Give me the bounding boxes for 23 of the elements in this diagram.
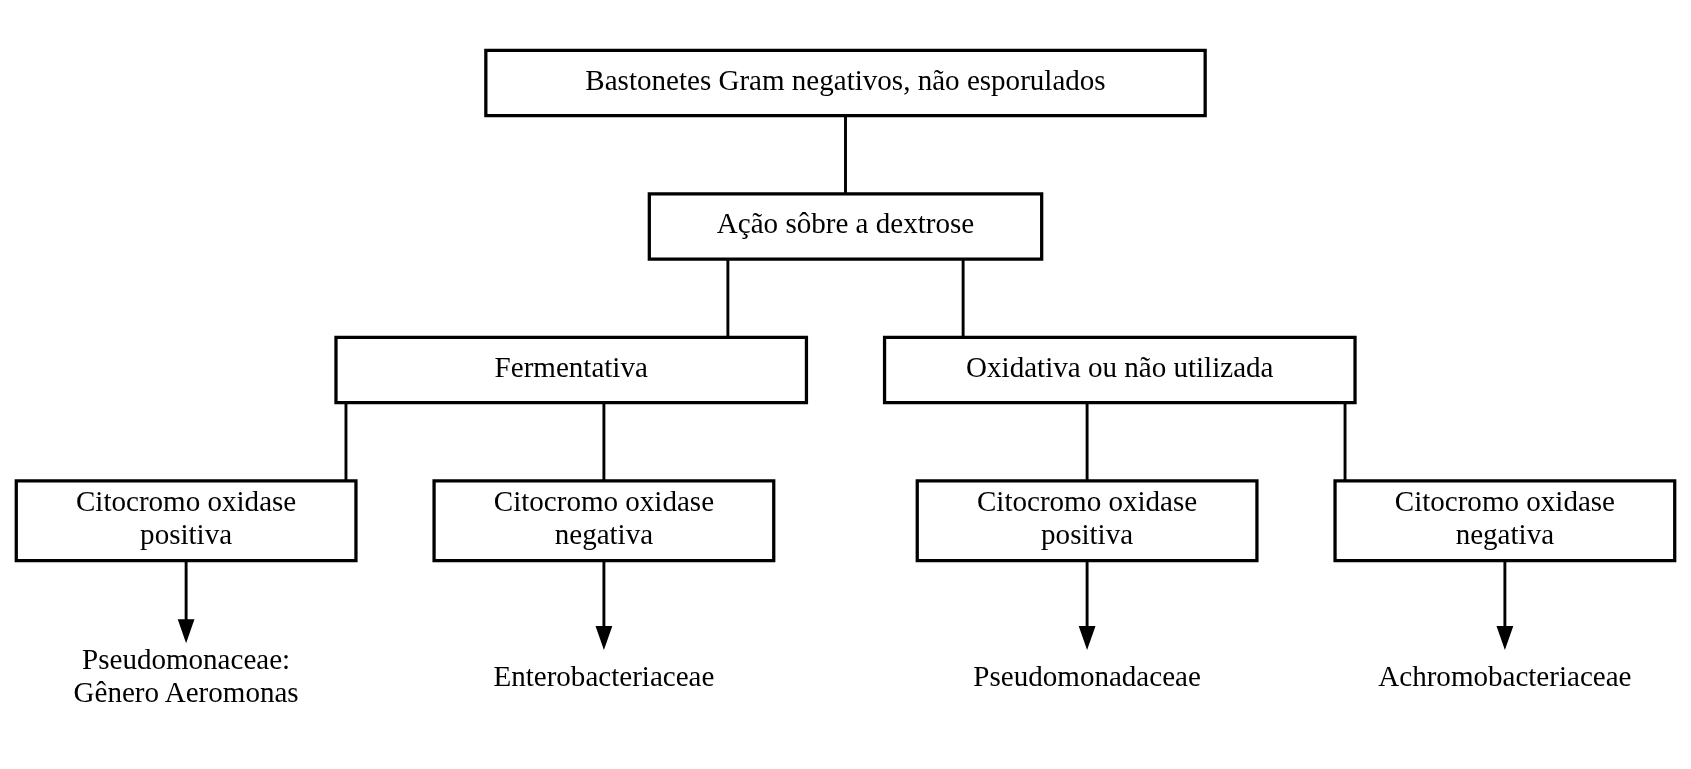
node-box: Citocromo oxidase positiva: [915, 479, 1259, 563]
node-text: Achromobacteriaceae: [1378, 659, 1632, 692]
arrow: [1496, 561, 1514, 651]
arrow: [177, 561, 195, 644]
node-box: Ação sôbre a dextrose: [647, 192, 1044, 261]
arrow: [1078, 561, 1096, 651]
connector: [961, 259, 965, 337]
node-text: Pseudomonaceae: Gênero Aeromonas: [73, 643, 299, 709]
node-text: Enterobacteriaceae: [493, 659, 715, 692]
node-box: Citocromo oxidase negativa: [432, 479, 776, 563]
node-box: Oxidativa ou não utilizada: [882, 335, 1357, 405]
arrow: [595, 561, 613, 651]
node-box: Fermentativa: [334, 335, 809, 405]
connector: [1085, 402, 1089, 481]
node-text: Pseudomonadaceae: [973, 659, 1201, 692]
node-box: Citocromo oxidase positiva: [14, 479, 358, 563]
node-box: Citocromo oxidase negativa: [1333, 479, 1677, 563]
connector: [344, 402, 348, 481]
connector: [602, 402, 606, 481]
connector: [726, 259, 730, 337]
connector: [844, 116, 847, 194]
node-box: Bastonetes Gram negativos, não esporulados: [484, 48, 1207, 118]
connector: [1343, 402, 1347, 481]
